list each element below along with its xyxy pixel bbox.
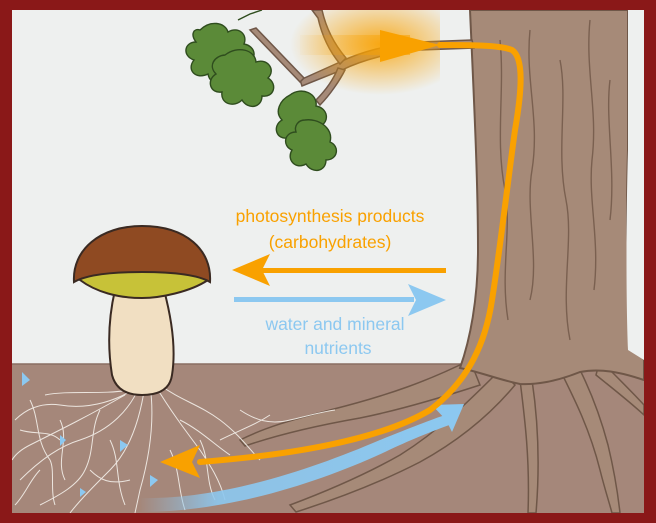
label-water-line2: nutrients <box>304 338 371 358</box>
label-carbohydrates-line1: photosynthesis products <box>236 206 425 226</box>
label-water-line1: water and mineral <box>264 314 404 334</box>
label-carbohydrates-line2: (carbohydrates) <box>269 232 392 252</box>
mushroom-stem <box>109 290 173 395</box>
